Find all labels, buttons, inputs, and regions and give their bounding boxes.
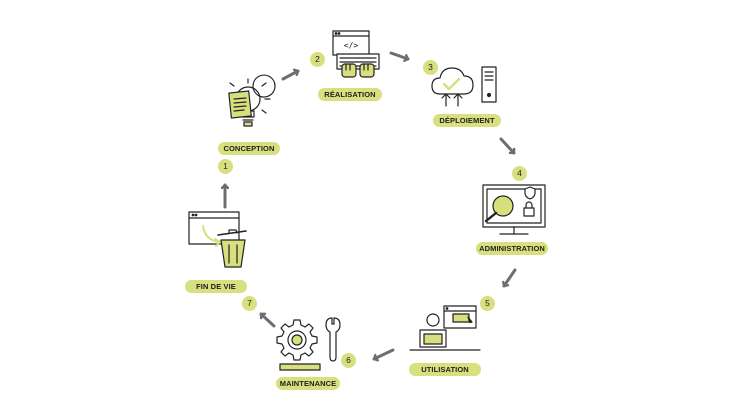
user-laptop-icon <box>409 305 481 351</box>
step-number-6: 6 <box>341 353 356 368</box>
cloud-server-icon <box>431 66 497 107</box>
step-label-administration: ADMINISTRATION <box>476 242 548 255</box>
step-number-4: 4 <box>512 166 527 181</box>
code-keyboard-icon: </> <box>332 30 380 78</box>
step-label-maintenance: MAINTENANCE <box>276 377 340 390</box>
arrow-2-to-3 <box>389 51 410 59</box>
step-label-utilisation: UTILISATION <box>409 363 481 376</box>
step-label-fin-de-vie: FIN DE VIE <box>185 280 247 293</box>
step-label-realisation: RÉALISATION <box>318 88 382 101</box>
arrow-1-to-2 <box>281 71 300 81</box>
svg-text:</>: </> <box>344 41 359 50</box>
monitor-search-lock-icon <box>482 184 546 235</box>
arrow-3-to-4 <box>499 137 516 155</box>
arrow-6-to-7 <box>259 312 276 328</box>
arrow-4-to-5 <box>504 268 517 288</box>
step-number-5: 5 <box>480 296 495 311</box>
cycle-arrows <box>225 51 517 359</box>
step-number-1: 1 <box>218 159 233 174</box>
arrow-5-to-6 <box>372 348 395 359</box>
step-number-2: 2 <box>310 52 325 67</box>
gear-wrench-icon <box>276 317 341 371</box>
window-trash-icon <box>188 211 247 268</box>
step-label-deploiement: DÉPLOIEMENT <box>433 114 501 127</box>
step-label-conception: CONCEPTION <box>218 142 280 155</box>
lightbulb-document-icon <box>228 74 276 127</box>
step-number-3: 3 <box>423 60 438 75</box>
step-number-7: 7 <box>242 296 257 311</box>
